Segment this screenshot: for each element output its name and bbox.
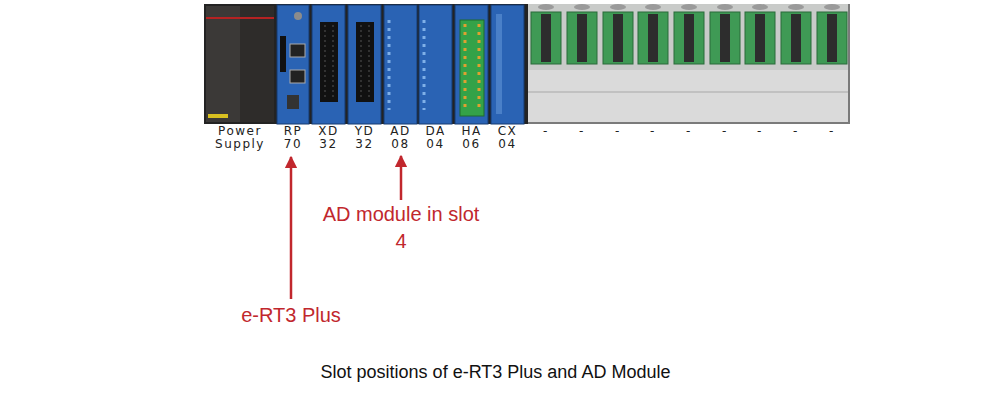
module-slot: - <box>708 4 742 154</box>
slot-label: - <box>529 125 563 138</box>
module-slot: RP 70 <box>276 4 310 154</box>
slot-label: CX 04 <box>491 125 525 151</box>
module-slot: - <box>672 4 706 154</box>
power-supply-slot: Power Supply <box>206 4 274 154</box>
slot-label: RP 70 <box>276 125 310 151</box>
slot-label: - <box>565 125 599 138</box>
slot-label: - <box>708 125 742 138</box>
slot-label: XD 32 <box>312 125 346 151</box>
callout-text: e-RT3 Plus <box>206 302 376 329</box>
module-slot: - <box>636 4 670 154</box>
module-slot: AD 08 <box>384 4 418 154</box>
module-slot: YD 32 <box>348 4 382 154</box>
slot-label: AD 08 <box>384 125 418 151</box>
module-slot: - <box>779 4 813 154</box>
slot-label: - <box>743 125 777 138</box>
slot-label: - <box>672 125 706 138</box>
module-slot: - <box>529 4 563 154</box>
slot-label: - <box>779 125 813 138</box>
module-slot: - <box>565 4 599 154</box>
module-slot: - <box>743 4 777 154</box>
slot-label: DA 04 <box>419 125 453 151</box>
slot-label: - <box>601 125 635 138</box>
module-slot: - <box>601 4 635 154</box>
module-slot: - <box>815 4 849 154</box>
slot-label: YD 32 <box>348 125 382 151</box>
module-slot: XD 32 <box>312 4 346 154</box>
figure-caption: Slot positions of e-RT3 Plus and AD Modu… <box>0 362 991 383</box>
module-slot: DA 04 <box>419 4 453 154</box>
slot-label: - <box>815 125 849 138</box>
slot-label: - <box>636 125 670 138</box>
slot-label: Power Supply <box>206 125 274 151</box>
callout-text: AD module in slot 4 <box>318 201 484 255</box>
slot-label: HA 06 <box>455 125 489 151</box>
module-slot: CX 04 <box>491 4 525 154</box>
module-slot: HA 06 <box>455 4 489 154</box>
